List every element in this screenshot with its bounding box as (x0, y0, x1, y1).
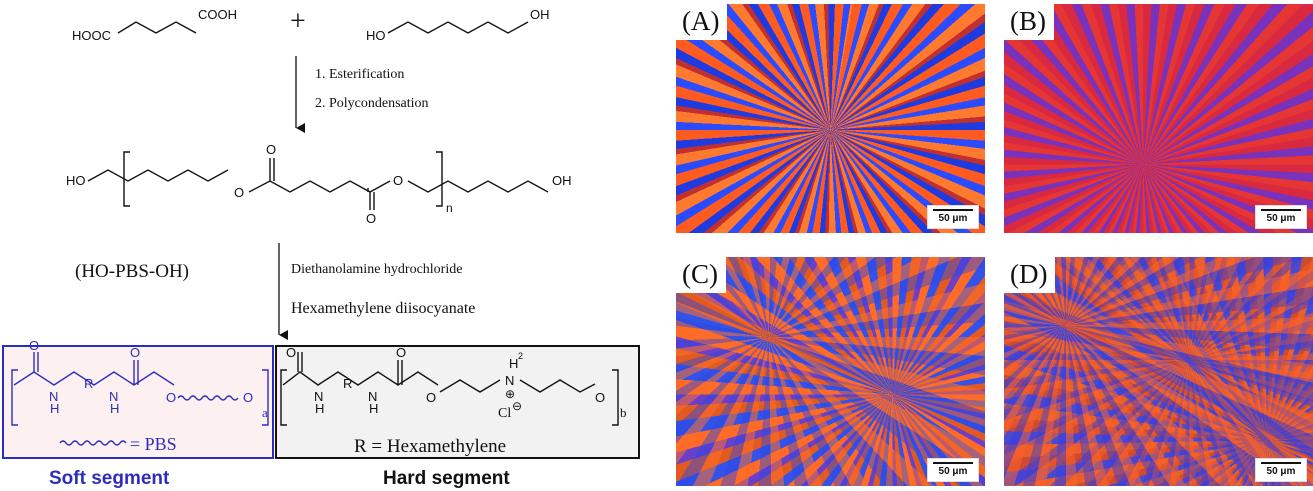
butanediol-structure: HO OH (366, 7, 550, 43)
soft-n2: N (109, 389, 118, 404)
minus-charge-icon: ⊖ (512, 399, 522, 413)
hard-segment-title: Hard segment (383, 468, 510, 489)
scalebar-text: 50 μm (1266, 466, 1296, 477)
step-polycondensation: 2. Polycondensation (315, 96, 429, 111)
hard-carbonyl-o2: O (396, 345, 406, 360)
hard-subscript-b: b (620, 405, 627, 420)
prepolymer-label: (HO-PBS-OH) (75, 261, 189, 282)
micrograph-c-label: (C) (676, 257, 726, 293)
soft-h1: H (50, 401, 59, 416)
hard-chloride: Cl (498, 406, 511, 421)
micrograph-a-image (676, 4, 985, 233)
scalebar-text: 50 μm (938, 213, 968, 224)
micrograph-b-label: (B) (1004, 4, 1054, 40)
soft-segment-title: Soft segment (49, 468, 170, 489)
micrograph-b-scalebar: 50 μm (1255, 205, 1307, 229)
hard-n2: N (368, 389, 377, 404)
hard-h1: H (315, 401, 324, 416)
hard-ammonium-h: H (509, 356, 518, 371)
step-esterification: 1. Esterification (315, 67, 404, 82)
plus-sign: + (290, 6, 306, 37)
hard-n1: N (314, 389, 323, 404)
micrograph-c-scalebar: 50 μm (927, 458, 979, 482)
micrograph-a-label: (A) (676, 4, 728, 40)
hard-ammonium-n: N (505, 373, 514, 388)
micrograph-d: (D) 50 μm (1004, 257, 1313, 486)
micrograph-b-image (1004, 4, 1313, 233)
micrograph-d-image (1004, 257, 1313, 486)
soft-ester-o: O (166, 390, 176, 405)
hard-h2: H (369, 401, 378, 416)
micrograph-d-scalebar: 50 μm (1255, 458, 1307, 482)
reagent-hdi: Hexamethylene diisocyanate (291, 300, 475, 317)
hard-segment: O O N H R N H O N H 2 ⊕ Cl ⊖ O b R = Hex… (275, 345, 640, 489)
hard-end-o: O (595, 390, 605, 405)
hard-legend: R = Hexamethylene (354, 436, 506, 457)
soft-segment: O O N H R N H O O a = PBS Soft segment (2, 338, 274, 489)
acid-right-group: COOH (198, 7, 237, 22)
soft-subscript-a: a (262, 405, 268, 420)
diol-left-group: HO (366, 28, 386, 43)
hard-ester-o: O (426, 390, 436, 405)
micrograph-b: (B) 50 μm (1004, 4, 1313, 233)
micrograph-c: (C) 50 μm (676, 257, 985, 486)
soft-h2: H (110, 401, 119, 416)
soft-carbonyl-o1: O (29, 338, 39, 353)
soft-carbonyl-o2: O (130, 345, 140, 360)
reagent-diethanolamine: Diethanolamine hydrochloride (291, 262, 462, 277)
hard-segment-box (275, 345, 640, 459)
scalebar-text: 50 μm (938, 466, 968, 477)
micrograph-a-scalebar: 50 μm (927, 205, 979, 229)
hard-r: R (343, 376, 352, 391)
diol-right-group: OH (530, 7, 550, 22)
prepolymer-o2: O (266, 142, 276, 157)
reaction-scheme: HOOC COOH + HO OH 1. Esterification 2. P… (2, 6, 640, 489)
hard-ammonium-h-subscript: 2 (518, 351, 523, 361)
soft-n1: N (49, 389, 58, 404)
scalebar-line (1261, 209, 1301, 211)
plus-charge-icon: ⊕ (505, 387, 515, 401)
micrograph-a: (A) 50 μm (676, 4, 985, 233)
scalebar-line (933, 462, 973, 464)
repeat-n: n (446, 201, 453, 215)
micrograph-c-image (676, 257, 985, 486)
prepolymer-structure: HO O O O O n OH (66, 142, 572, 226)
prepolymer-o4: O (393, 173, 403, 188)
prepolymer-right-oh: OH (552, 173, 572, 188)
micrograph-d-label: (D) (1004, 257, 1056, 293)
succinic-acid-structure: HOOC COOH (72, 7, 237, 43)
acid-left-group: HOOC (72, 28, 111, 43)
prepolymer-left-oh: HO (66, 173, 86, 188)
soft-r: R (84, 376, 93, 391)
soft-legend: = PBS (130, 434, 177, 454)
hard-carbonyl-o1: O (286, 345, 296, 360)
scalebar-text: 50 μm (1266, 213, 1296, 224)
scalebar-line (933, 209, 973, 211)
soft-end-o: O (243, 390, 253, 405)
scalebar-line (1261, 462, 1301, 464)
prepolymer-o1: O (234, 185, 244, 200)
prepolymer-o3: O (366, 211, 376, 226)
